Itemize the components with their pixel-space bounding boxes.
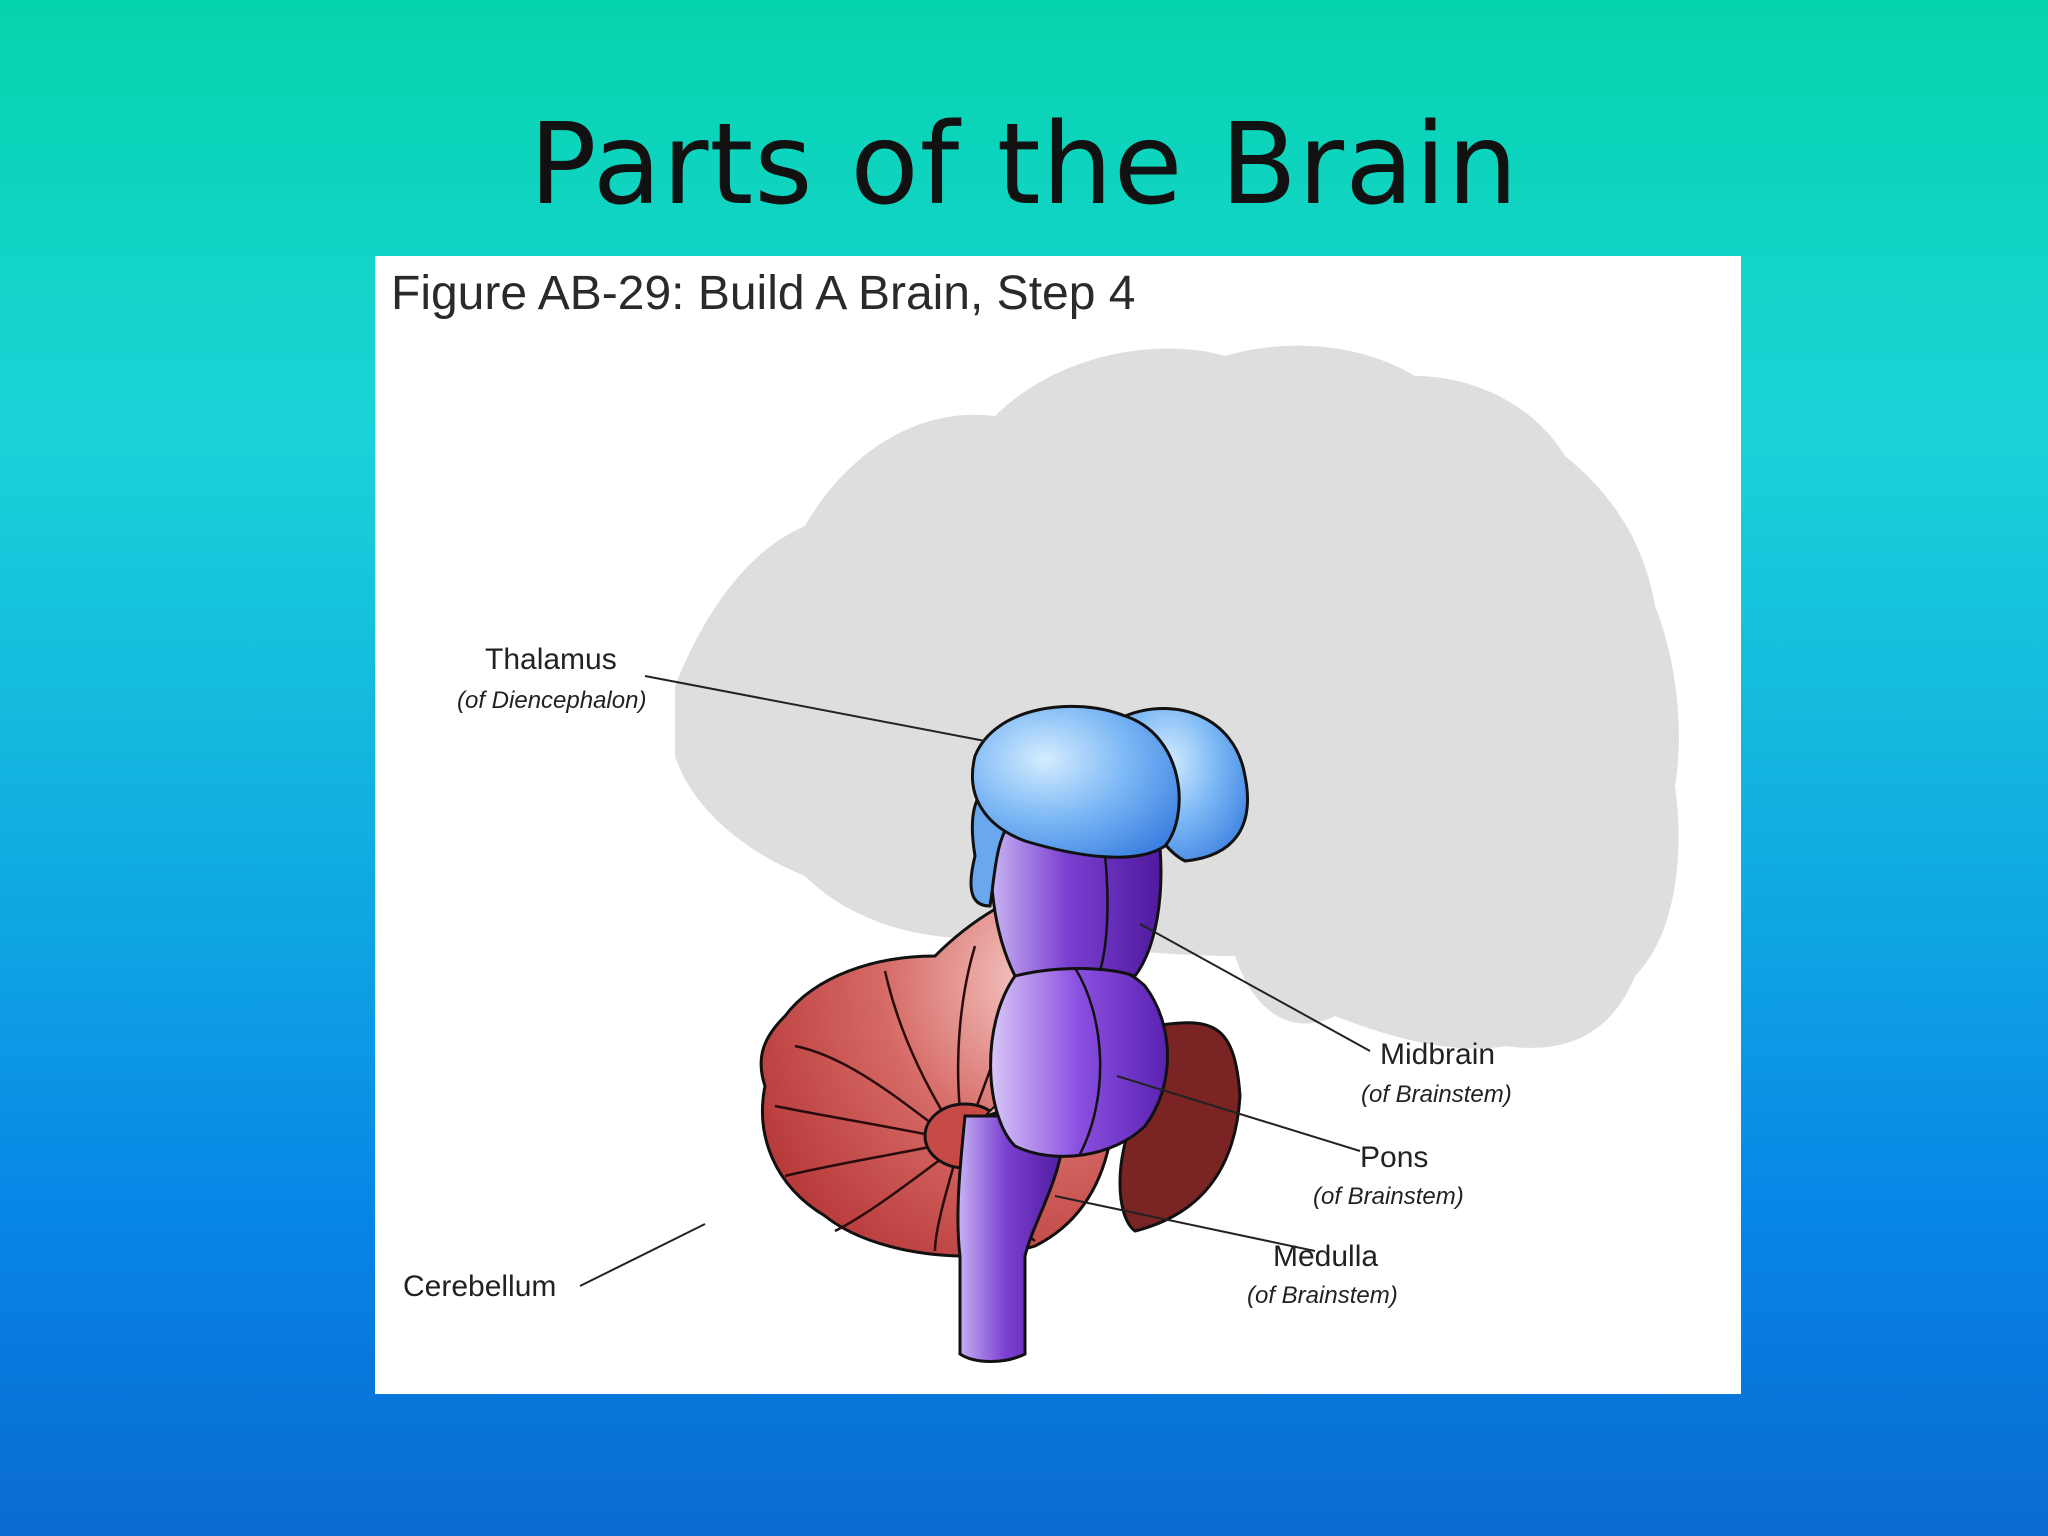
label-thalamus: Thalamus (of Diencephalon) xyxy=(457,643,646,714)
thalamus-sublabel: (of Diencephalon) xyxy=(457,687,646,714)
pons-shape xyxy=(989,960,1169,1158)
pons-label: Pons xyxy=(1360,1141,1428,1174)
leader-lines xyxy=(579,675,1371,1287)
brain-diagram: Thalamus (of Diencephalon) Midbrain (of … xyxy=(403,345,1679,1363)
medulla-sublabel: (of Brainstem) xyxy=(1247,1282,1398,1309)
pons-sublabel: (of Brainstem) xyxy=(1313,1183,1464,1210)
medulla-shape xyxy=(956,1114,1067,1363)
label-cerebellum: Cerebellum xyxy=(403,1270,556,1303)
label-medulla: Medulla (of Brainstem) xyxy=(1247,1240,1398,1309)
medulla-label: Medulla xyxy=(1273,1240,1378,1273)
label-pons: Pons (of Brainstem) xyxy=(1313,1141,1464,1210)
brain-figure: Figure AB-29: Build A Brain, Step 4 xyxy=(375,256,1741,1394)
cerebellum-label: Cerebellum xyxy=(403,1270,556,1303)
slide-title: Parts of the Brain xyxy=(529,100,1519,230)
midbrain-label: Midbrain xyxy=(1380,1038,1495,1071)
thalamus-label: Thalamus xyxy=(485,643,617,676)
cerebrum-shape xyxy=(675,345,1679,1049)
figure-caption: Figure AB-29: Build A Brain, Step 4 xyxy=(391,267,1136,320)
label-midbrain: Midbrain (of Brainstem) xyxy=(1361,1038,1512,1108)
midbrain-sublabel: (of Brainstem) xyxy=(1361,1081,1512,1108)
thalamus-front xyxy=(970,704,1181,859)
